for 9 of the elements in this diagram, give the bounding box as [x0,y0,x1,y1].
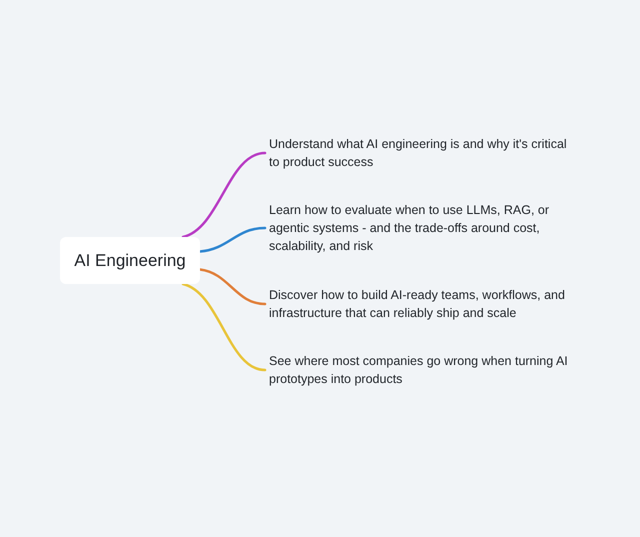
branch-line [198,226,266,253]
branch-line [198,268,266,306]
branch-topic: Learn how to evaluate when to use LLMs, RAG, or agentic systems - and the trade-offs around cost, scalability, and risk [265,200,580,256]
branch-topic: See where most companies go wrong when turning AI prototypes into products [265,351,570,389]
branch-topic: Understand what AI engineering is and why it's critical to product success [265,134,570,172]
branch-line [182,152,266,238]
branch-topic: Discover how to build AI-ready teams, workflows, and infrastructure that can reliably ship and scale [265,285,605,323]
central-topic-box: AI Engineering [60,237,200,284]
branch-line [182,282,266,372]
